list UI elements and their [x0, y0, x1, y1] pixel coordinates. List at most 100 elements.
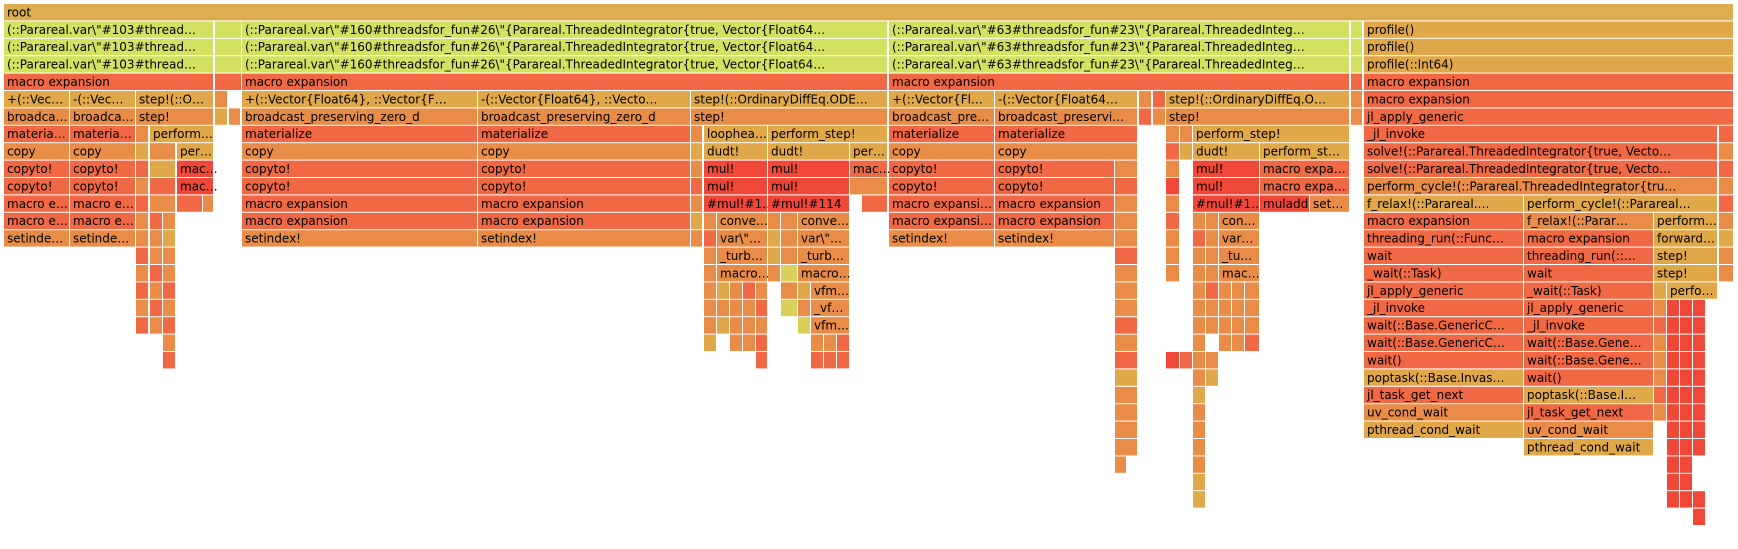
flame-frame[interactable]: perform_step!perform…: [150, 125, 213, 143]
flame-frame[interactable]: (::Parareal.var\"#63#threadsfor_fun#23\"…: [889, 38, 1349, 56]
flame-frame[interactable]: perform_step!per…: [177, 143, 213, 160]
flame-frame-rect[interactable]: [242, 125, 477, 143]
flame-frame-rect[interactable]: [1219, 317, 1231, 334]
flame-frame-rect[interactable]: [1524, 334, 1653, 351]
flame-frame[interactable]: [1166, 265, 1179, 282]
flame-frame[interactable]: step!step!: [1654, 265, 1717, 282]
flame-frame[interactable]: poptask(::Base.InvasiveLinkedListSynchro…: [1364, 369, 1523, 386]
flame-frame-rect[interactable]: [1524, 317, 1653, 334]
flame-frame[interactable]: copyto!copyto!: [242, 160, 477, 177]
flame-frame-rect[interactable]: [1524, 265, 1653, 282]
flame-frame-rect[interactable]: [1180, 352, 1192, 369]
flame-frame-rect[interactable]: [811, 282, 849, 299]
flame-frame-rect[interactable]: [1260, 178, 1349, 195]
flame-frame[interactable]: [1180, 352, 1192, 369]
flame-frame[interactable]: [704, 212, 716, 230]
flame-frame[interactable]: [1680, 299, 1692, 317]
flame-frame-rect[interactable]: [1524, 212, 1653, 230]
flame-frame[interactable]: [1719, 178, 1733, 195]
flame-frame[interactable]: [1166, 125, 1179, 143]
flame-frame-rect[interactable]: [889, 21, 1349, 38]
flame-frame[interactable]: (::Parareal.var\"#103#threadsfor_fun#22\…: [4, 38, 213, 56]
flame-frame-rect[interactable]: [704, 230, 716, 247]
flame-frame-rect[interactable]: [824, 352, 836, 369]
flame-frame[interactable]: [1206, 265, 1218, 282]
flame-frame[interactable]: step!step!: [1166, 108, 1349, 125]
flame-frame-rect[interactable]: [1693, 491, 1705, 508]
flame-frame[interactable]: [798, 317, 810, 334]
flame-frame[interactable]: [1115, 230, 1137, 247]
flame-frame[interactable]: [691, 178, 702, 195]
flame-frame-rect[interactable]: [478, 108, 690, 125]
flame-frame-rect[interactable]: [995, 195, 1114, 212]
flame-frame[interactable]: setindex!setinde…: [4, 230, 69, 247]
flame-frame-rect[interactable]: [177, 178, 213, 195]
flame-frame-rect[interactable]: [781, 282, 797, 299]
flame-frame-rect[interactable]: [163, 299, 175, 317]
flame-frame[interactable]: setindex!setinde…: [70, 230, 135, 247]
flame-frame-rect[interactable]: [1115, 178, 1137, 195]
flame-frame-rect[interactable]: [781, 247, 797, 264]
flame-frame-rect[interactable]: [136, 125, 148, 143]
flame-frame-rect[interactable]: [995, 108, 1137, 125]
flame-frame[interactable]: wait()wait(): [1524, 369, 1653, 386]
flame-frame[interactable]: +(::Vector{Float64}, ::Vector{Float64})+…: [889, 91, 994, 108]
flame-frame[interactable]: [1654, 404, 1666, 421]
flame-frame-rect[interactable]: [1680, 421, 1692, 438]
flame-frame[interactable]: [1719, 143, 1733, 160]
flame-frame-rect[interactable]: [1166, 178, 1179, 195]
flame-frame-rect[interactable]: [150, 143, 175, 160]
flame-frame[interactable]: [1351, 73, 1362, 90]
flame-frame-rect[interactable]: [1667, 299, 1679, 317]
flame-frame-rect[interactable]: [1680, 439, 1692, 456]
flame-frame-rect[interactable]: [862, 195, 887, 212]
flame-frame[interactable]: mul!mul!: [768, 160, 849, 177]
flame-frame[interactable]: [1693, 299, 1705, 317]
flame-frame-rect[interactable]: [1680, 334, 1692, 351]
flame-frame-rect[interactable]: [1667, 491, 1679, 508]
flame-frame-rect[interactable]: [1260, 160, 1349, 177]
flame-frame[interactable]: [1654, 352, 1666, 369]
flame-frame-rect[interactable]: [717, 317, 729, 334]
flame-frame[interactable]: [1667, 439, 1679, 456]
flame-frame[interactable]: [1115, 352, 1137, 369]
flame-frame-rect[interactable]: [1680, 491, 1692, 508]
flame-frame-rect[interactable]: [1693, 439, 1705, 456]
flame-frame[interactable]: [768, 265, 780, 282]
flame-frame-rect[interactable]: [1153, 108, 1165, 125]
flame-frame[interactable]: [1115, 212, 1137, 230]
flame-frame-rect[interactable]: [756, 352, 767, 369]
flame-frame-rect[interactable]: [1310, 195, 1349, 212]
flame-frame[interactable]: [781, 265, 797, 282]
flame-frame[interactable]: mul!mul!: [768, 178, 849, 195]
flame-frame-rect[interactable]: [781, 265, 797, 282]
flame-frame-rect[interactable]: [1719, 143, 1733, 160]
flame-frame[interactable]: [1693, 317, 1705, 334]
flame-frame[interactable]: [730, 282, 742, 299]
flame-frame-rect[interactable]: [229, 108, 240, 125]
flame-frame[interactable]: [163, 247, 175, 264]
flame-frame[interactable]: [1693, 369, 1705, 386]
flame-frame-rect[interactable]: [1193, 265, 1205, 282]
flame-frame[interactable]: [136, 317, 148, 334]
flame-frame-rect[interactable]: [756, 317, 767, 334]
flame-frame-rect[interactable]: [1260, 195, 1309, 212]
flame-frame[interactable]: _jl_invoke_jl_invoke: [1524, 317, 1653, 334]
flame-frame-rect[interactable]: [70, 108, 135, 125]
flame-frame-rect[interactable]: [1193, 178, 1259, 195]
flame-frame[interactable]: [1654, 317, 1666, 334]
flame-frame-rect[interactable]: [1693, 317, 1705, 334]
flame-frame[interactable]: [1654, 386, 1666, 404]
flame-frame-rect[interactable]: [136, 91, 213, 108]
flame-frame-rect[interactable]: [1219, 230, 1259, 247]
